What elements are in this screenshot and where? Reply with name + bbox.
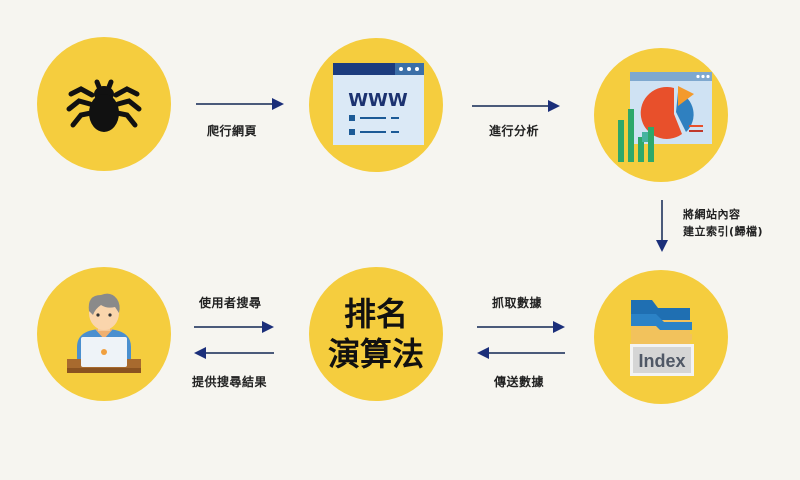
crawl-label: 爬行網頁: [207, 124, 258, 138]
ranking-algorithm-text: 排名 演算法: [309, 267, 443, 401]
user-search-arrow: [194, 321, 274, 333]
analysis-node: [594, 48, 728, 182]
index-folder-icon: Index: [630, 300, 694, 376]
algorithm-line1: 排名: [343, 295, 408, 333]
algorithm-line2: 演算法: [327, 335, 424, 373]
webpage-node: WWW: [309, 38, 443, 172]
user-search-label: 使用者搜尋: [199, 296, 262, 310]
user-laptop-icon: [67, 293, 141, 373]
build-index-label-line2: 建立索引(歸檔): [683, 225, 764, 238]
build-index-arrow: [656, 200, 668, 252]
fetch-data-arrow: [477, 321, 565, 333]
crawl-arrow: [196, 98, 284, 110]
www-text: WWW: [348, 90, 408, 111]
provide-results-arrow: [194, 347, 274, 359]
spider-icon: [66, 79, 142, 132]
crawler-node: [37, 37, 171, 171]
index-node: Index: [594, 270, 728, 404]
build-index-label-line1: 將網站內容: [683, 208, 741, 221]
provide-results-label: 提供搜尋結果: [192, 375, 268, 389]
www-browser-icon: WWW: [333, 63, 424, 145]
analytics-chart-icon: [618, 72, 712, 162]
analyze-label: 進行分析: [489, 124, 540, 138]
ranking-algorithm-node: 排名 演算法: [309, 267, 443, 401]
fetch-data-label: 抓取數據: [492, 296, 543, 310]
send-data-arrow: [477, 347, 565, 359]
analyze-arrow: [472, 100, 560, 112]
send-data-label: 傳送數據: [494, 375, 545, 389]
user-node: [37, 267, 171, 401]
index-text: Index: [638, 351, 685, 371]
